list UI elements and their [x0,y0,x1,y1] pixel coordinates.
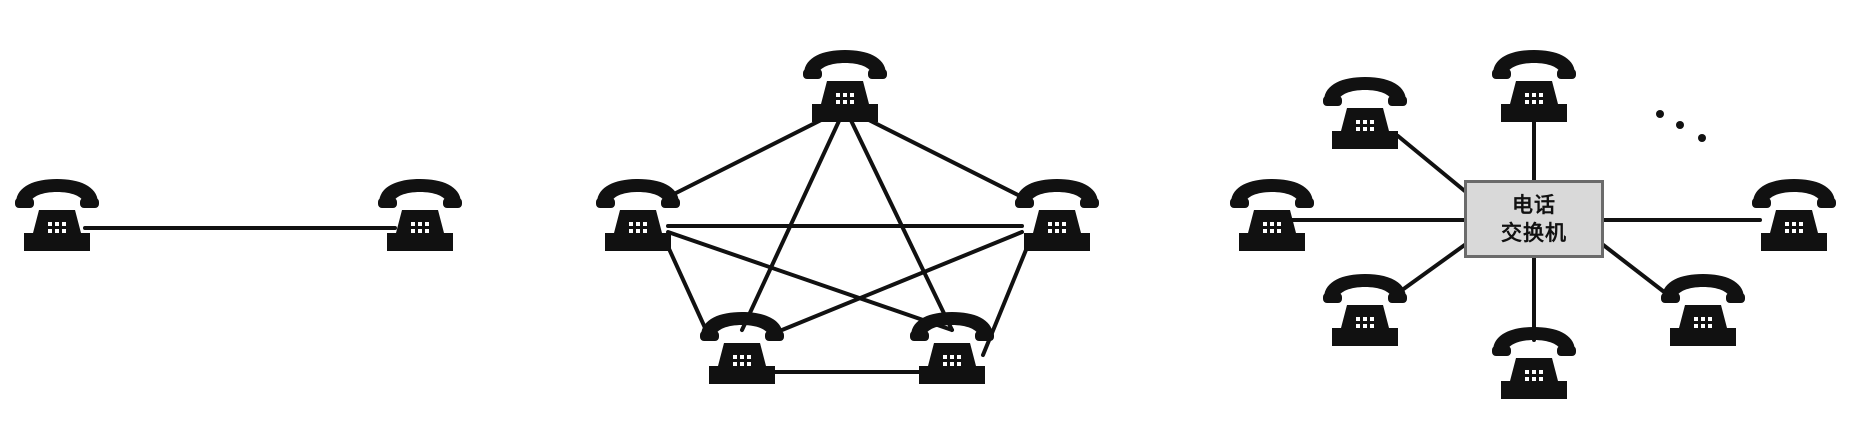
ellipsis-dots [1656,110,1706,142]
telephone-icon [1015,179,1099,251]
link-line [740,106,847,332]
link-line [1600,242,1674,300]
full-mesh-group [596,50,1099,384]
link-line [1396,242,1468,295]
telephone-icon [378,179,462,251]
switch-label-line2: 交换机 [1501,221,1567,245]
link-line [1396,134,1468,194]
telephone-icon [596,179,680,251]
switch-label-line1: 电话 [1512,193,1556,217]
telephone-icon [910,312,994,384]
telephone-icon [15,179,99,251]
telephone-icon [803,50,887,122]
link-line [663,238,708,332]
link-line [843,106,1024,199]
telephone-switch-box: 电话 交换机 [1464,180,1604,258]
telephone-icon [700,312,784,384]
point-to-point-group [15,179,462,251]
link-line [666,106,847,199]
link-line [780,230,1024,332]
link-line [666,230,954,332]
telephone-icon [1323,274,1407,346]
telephone-icon [1323,77,1407,149]
telephone-icon [1492,50,1576,122]
telephone-icon [1752,179,1836,251]
link-line [843,106,954,332]
telephone-icon [1492,327,1576,399]
telephone-icon [1661,274,1745,346]
star-group [1230,50,1836,399]
telephone-icon [1230,179,1314,251]
